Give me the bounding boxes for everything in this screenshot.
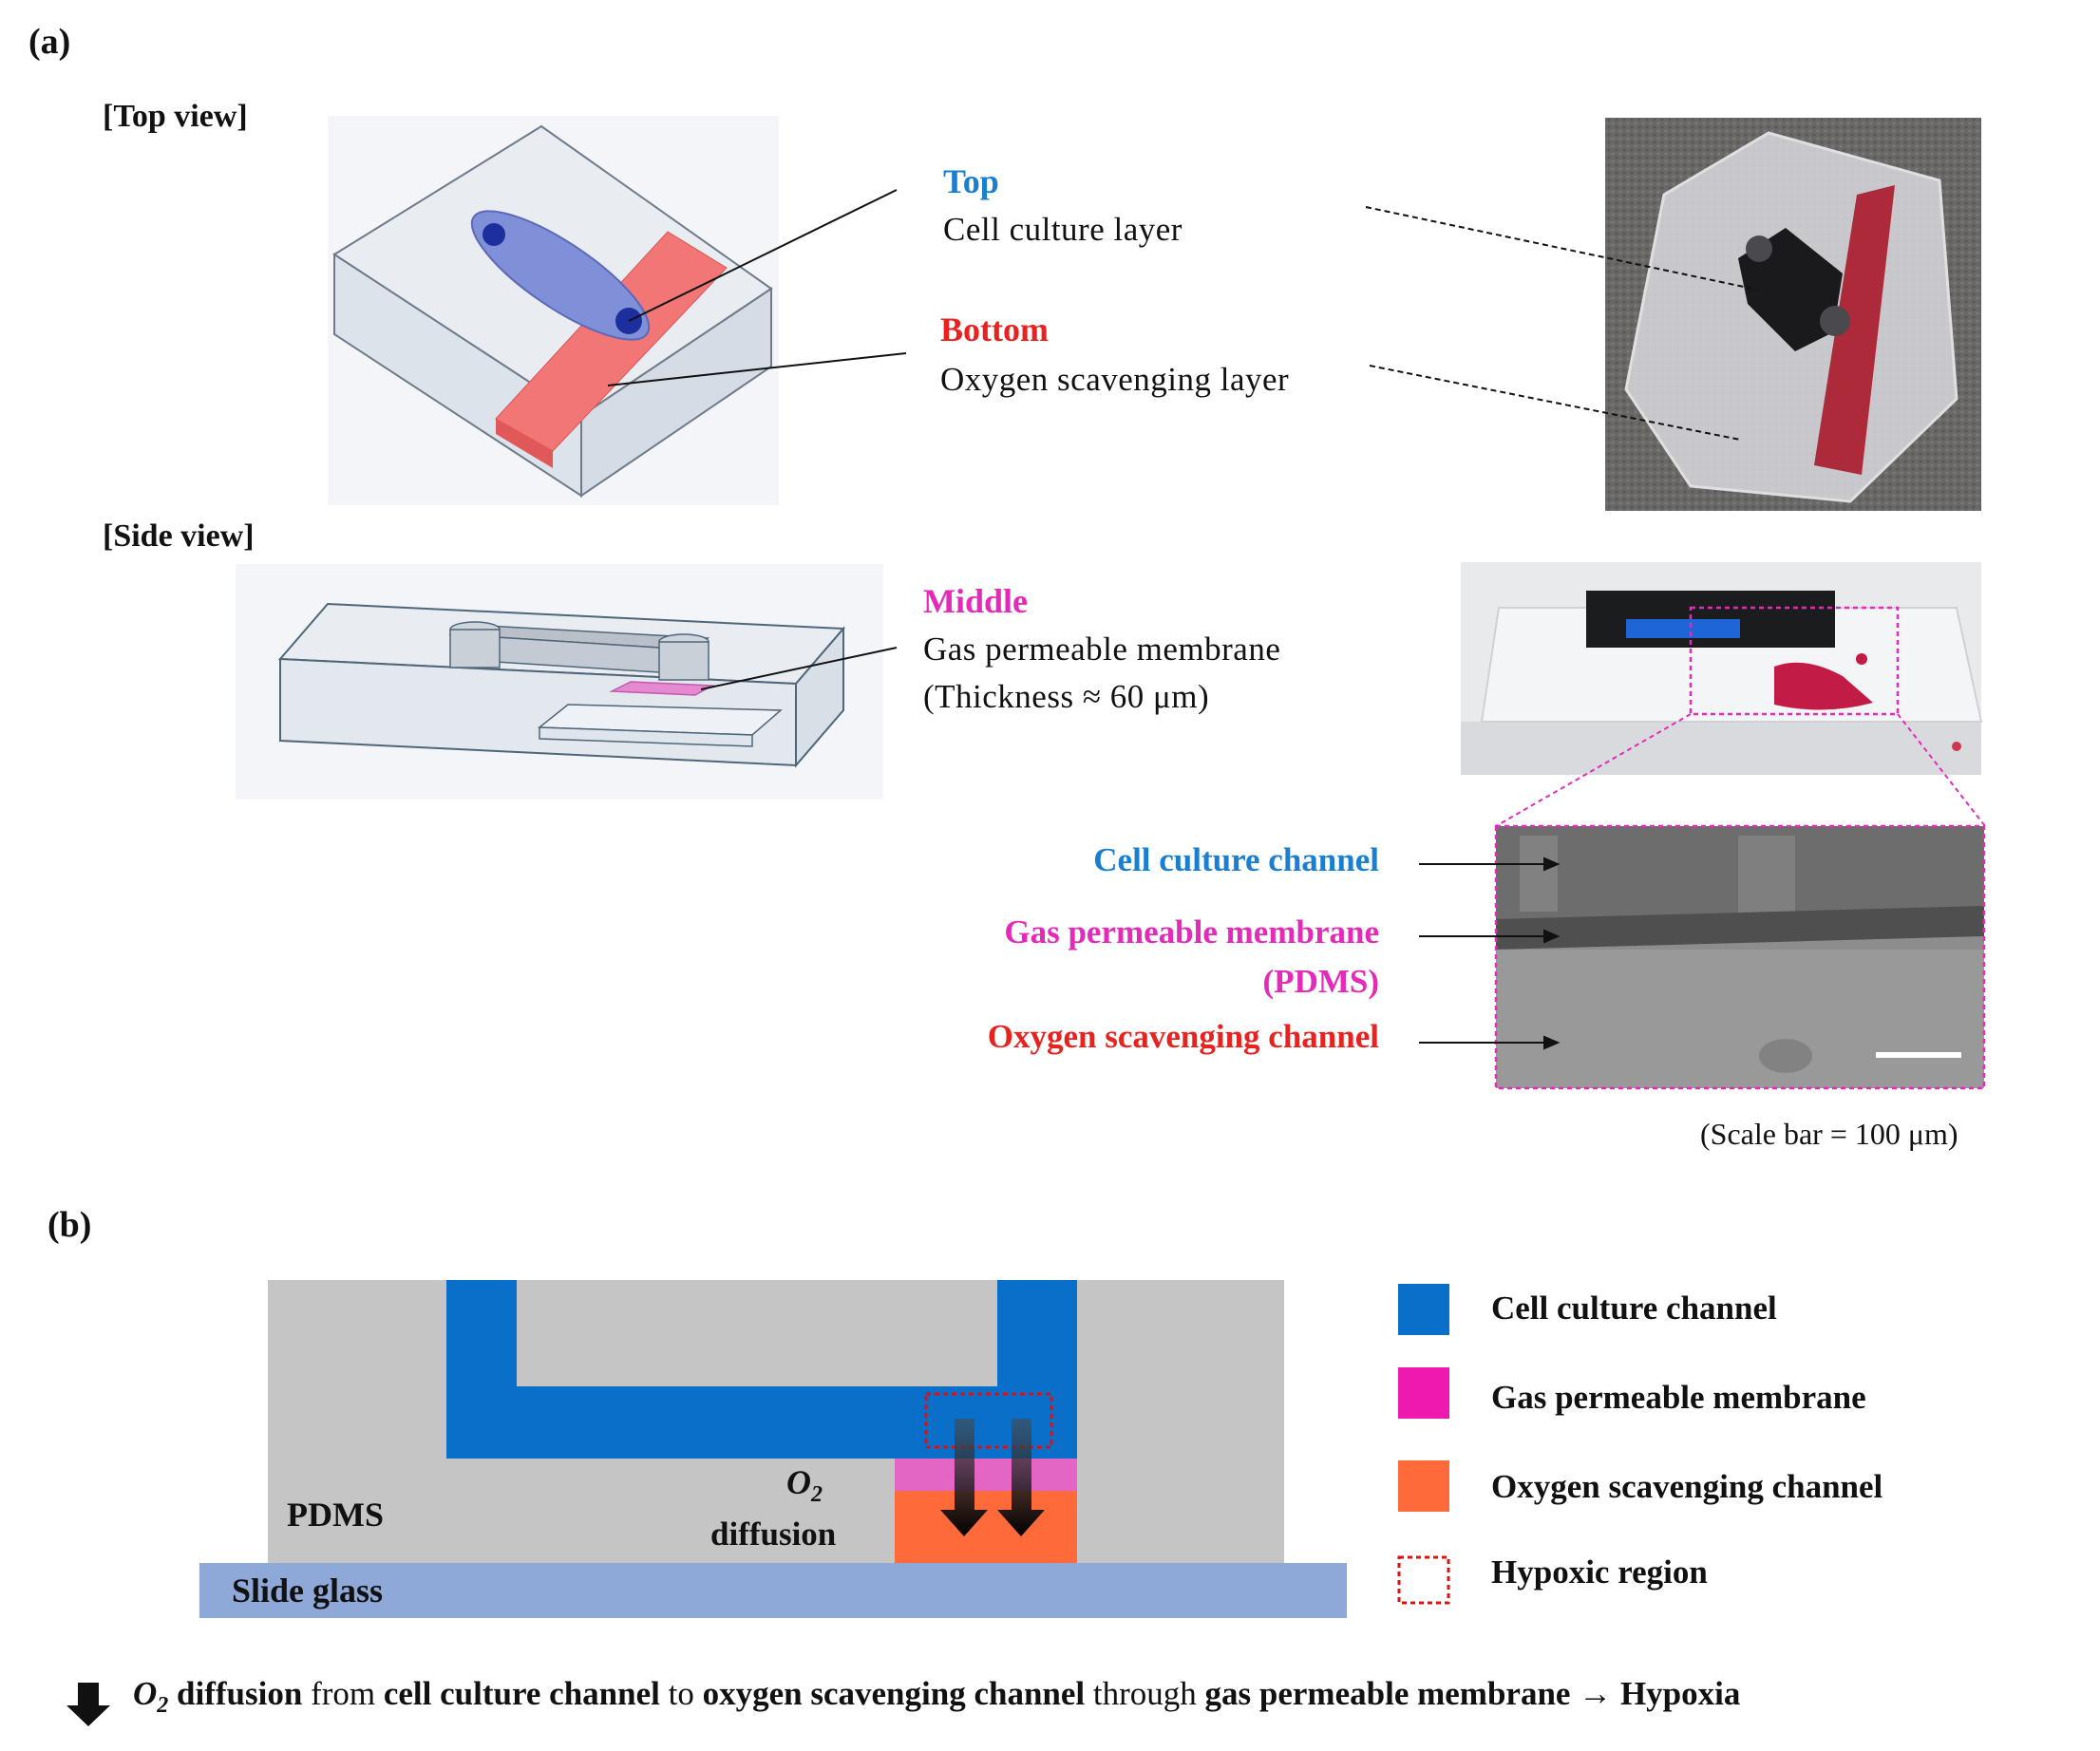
- pdms-label: PDMS: [287, 1496, 384, 1534]
- legend-swatch-oxygen: [1398, 1460, 1449, 1512]
- diffusion-label: diffusion: [710, 1516, 837, 1553]
- micro-membrane-label: Gas permeable membrane: [1004, 913, 1379, 951]
- device-photo-top: [1605, 118, 1981, 511]
- bottom-layer-title: Bottom: [940, 311, 1049, 348]
- middle-layer-title: Middle: [923, 582, 1029, 620]
- glass-label: Slide glass: [232, 1572, 384, 1610]
- legend-label-membrane: Gas permeable membrane: [1491, 1379, 1866, 1416]
- device-photo-side: [1461, 562, 1983, 775]
- cross-section-schematic: [199, 1280, 1347, 1618]
- summary-line: O2 diffusion from cell culture channel t…: [133, 1675, 1741, 1718]
- middle-layer-text: Gas permeable membrane: [923, 631, 1281, 668]
- scale-bar: [1876, 1052, 1961, 1058]
- micrograph: [1496, 826, 1984, 1088]
- top-view-device: [332, 124, 773, 498]
- legend-label-hypoxic: Hypoxic region: [1491, 1553, 1708, 1591]
- panel-b-label: (b): [47, 1205, 92, 1245]
- micro-cell-label: Cell culture channel: [1093, 841, 1379, 878]
- top-layer-text: Cell culture layer: [943, 211, 1182, 248]
- summary-arrow-icon: [66, 1683, 110, 1726]
- panel-a-label: (a): [28, 22, 71, 62]
- legend-label-oxygen: Oxygen scavenging channel: [1491, 1468, 1883, 1505]
- zoom-box-small: [1689, 606, 1900, 716]
- top-view-label: [Top view]: [103, 99, 248, 134]
- legend-label-cell: Cell culture channel: [1491, 1290, 1777, 1327]
- middle-layer-thickness: (Thickness ≈ 60 μm): [923, 678, 1210, 715]
- top-layer-title: Top: [943, 162, 999, 200]
- legend-swatch-cell: [1398, 1284, 1449, 1335]
- micro-oxygen-label: Oxygen scavenging channel: [987, 1018, 1379, 1055]
- bottom-layer-text: Oxygen scavenging layer: [940, 361, 1290, 398]
- scale-bar-caption: (Scale bar = 100 μm): [1700, 1117, 1958, 1151]
- legend-swatch-membrane: [1398, 1367, 1449, 1419]
- legend-swatch-hypoxic: [1397, 1555, 1450, 1605]
- side-view-device: [277, 602, 846, 768]
- o2-label: O2: [786, 1463, 823, 1508]
- side-view-label: [Side view]: [103, 518, 255, 554]
- micro-membrane-sub: (PDMS): [1262, 963, 1379, 1000]
